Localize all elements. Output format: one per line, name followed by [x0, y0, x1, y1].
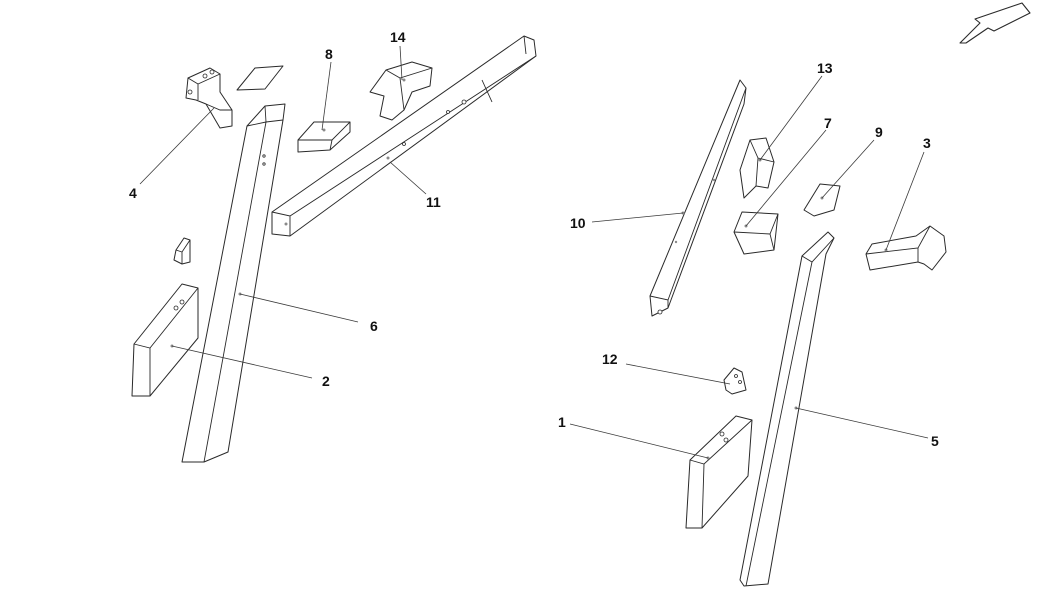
callout-7: 7	[824, 115, 832, 131]
callout-13: 13	[817, 60, 833, 76]
part-12-clip	[723, 367, 747, 395]
callout-9: 9	[875, 124, 883, 140]
part-10-tube	[649, 79, 747, 317]
callout-12: 12	[602, 351, 618, 367]
direction-arrow-icon	[959, 2, 1031, 44]
part-5-pillar-tube	[739, 231, 835, 587]
part-9-plate	[803, 183, 841, 217]
part-1-box	[685, 415, 753, 529]
callout-14: 14	[390, 29, 406, 45]
part-2-box	[131, 283, 199, 397]
small-clip	[173, 237, 191, 265]
callout-4: 4	[129, 185, 137, 201]
callout-10: 10	[570, 215, 586, 231]
callout-3: 3	[923, 135, 931, 151]
small-plate	[236, 65, 284, 91]
part-8-plate	[297, 121, 351, 153]
callout-5: 5	[931, 433, 939, 449]
callout-6: 6	[370, 318, 378, 334]
callout-labels: 1 2 3 4 5 6 7 8 9 10 11 12 13 14	[129, 29, 939, 449]
part-11-beam	[271, 35, 537, 237]
part-7-box	[733, 211, 779, 255]
callout-8: 8	[325, 46, 333, 62]
callout-11: 11	[426, 194, 441, 210]
part-13-bracket	[739, 137, 775, 199]
part-14-bracket	[369, 61, 433, 121]
part-3-bracket	[865, 225, 947, 271]
part-4-bracket	[185, 67, 233, 129]
part-6-pillar-tube	[181, 103, 286, 463]
callout-1: 1	[558, 414, 566, 430]
leader-lines	[139, 45, 929, 459]
callout-2: 2	[322, 373, 330, 389]
